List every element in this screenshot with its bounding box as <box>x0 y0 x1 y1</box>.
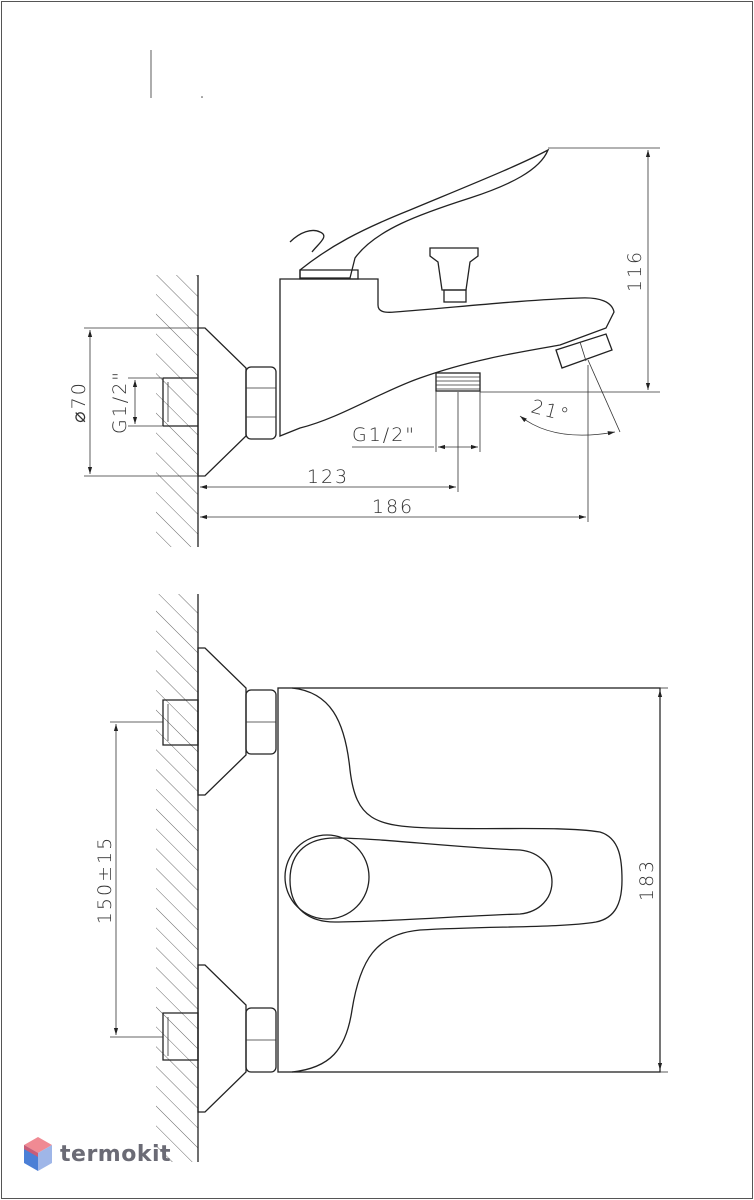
dim-depth-total: 186 <box>372 496 414 518</box>
dim-angle: 21° <box>529 396 573 428</box>
dim-height-side: 116 <box>624 250 646 292</box>
dim-flange-diameter: ⌀70 <box>68 381 90 423</box>
dim-inlet-thread: G1/2" <box>109 370 131 434</box>
diverter-knob <box>429 247 479 291</box>
dim-outlet-thread: G1/2" <box>352 424 416 446</box>
wall-hatch-bottom <box>156 594 198 1162</box>
dim-inlet-spacing: 150±15 <box>94 836 116 924</box>
brand-logo: termokit <box>22 1135 171 1173</box>
flange-top-upper <box>197 647 247 796</box>
flange-top-lower <box>197 964 247 1113</box>
dim-body-width: 183 <box>636 859 658 901</box>
mixer-body-top <box>277 687 661 1073</box>
wall-hatch-top <box>156 275 198 547</box>
lever-side <box>299 148 550 279</box>
brand-name: termokit <box>60 1141 172 1167</box>
lever-top <box>289 837 553 923</box>
nut-side <box>245 366 277 440</box>
dim-depth-outlet: 123 <box>307 466 349 488</box>
flange-side <box>197 327 247 477</box>
mixer-body-side <box>279 278 615 437</box>
spout-aerator <box>555 333 613 369</box>
outlet-thread <box>435 372 481 392</box>
top-view: 150±15 183 <box>94 594 668 1162</box>
spout-outline-top <box>291 687 623 1073</box>
cube-icon <box>24 1137 52 1171</box>
lever-base-top <box>284 834 370 920</box>
side-view: 116 ⌀70 G1/2" G1/2" 21° 123 186 <box>68 147 660 547</box>
